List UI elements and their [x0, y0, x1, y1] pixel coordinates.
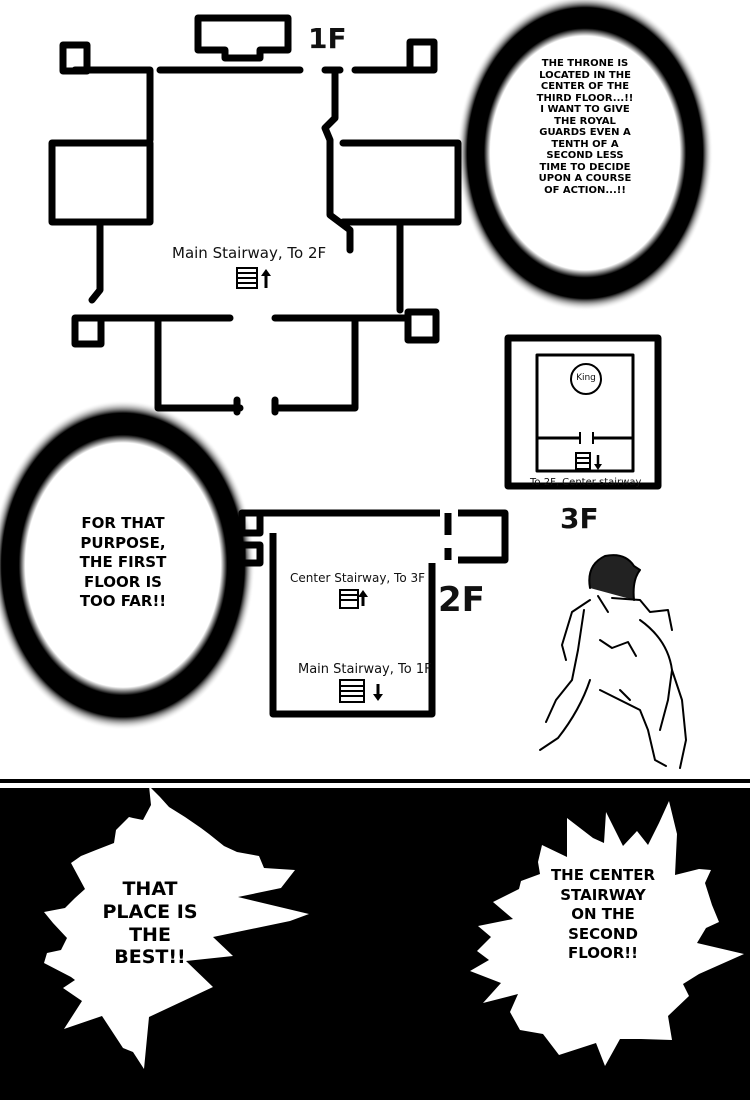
stair-icon-1f	[236, 267, 271, 289]
balloon-text-too-far: FOR THAT PURPOSE, THE FIRST FLOOR IS TOO…	[79, 514, 167, 610]
label-center-stairway-3f: To 2F, Center stairway	[530, 477, 642, 488]
floor-plan-2f	[238, 509, 509, 718]
burst-right	[470, 801, 744, 1066]
label-center-stairway-2f: Center Stairway, To 3F	[290, 571, 426, 585]
label-main-stairway-1f: Main Stairway, To 2F	[172, 244, 327, 262]
crouching-figure	[539, 554, 687, 769]
floor-plan-3f	[504, 334, 662, 490]
floor-label-3f: 3F	[560, 502, 599, 535]
stair-icon-3f	[575, 452, 602, 470]
stair-icon-2f-center	[339, 589, 368, 609]
too-far-balloon	[0, 400, 255, 730]
floor-label-2f: 2F	[438, 580, 485, 620]
floor-label-1f: 1F	[308, 22, 347, 55]
balloon-text-throne: THE THRONE IS LOCATED IN THE CENTER OF T…	[536, 58, 634, 196]
burst-left	[44, 786, 309, 1069]
throne-marker	[570, 363, 602, 395]
label-main-stairway-2f: Main Stairway, To 1F	[298, 662, 432, 677]
floor-plan-1f	[48, 14, 462, 416]
balloon-text-best-place: THAT PLACE IS THE BEST!!	[102, 878, 198, 969]
label-king: King	[576, 373, 596, 383]
throne-balloon	[457, 0, 713, 311]
balloon-text-center-stairway: THE CENTER STAIRWAY ON THE SECOND FLOOR!…	[550, 866, 656, 962]
stair-icon-2f-main	[339, 679, 383, 703]
